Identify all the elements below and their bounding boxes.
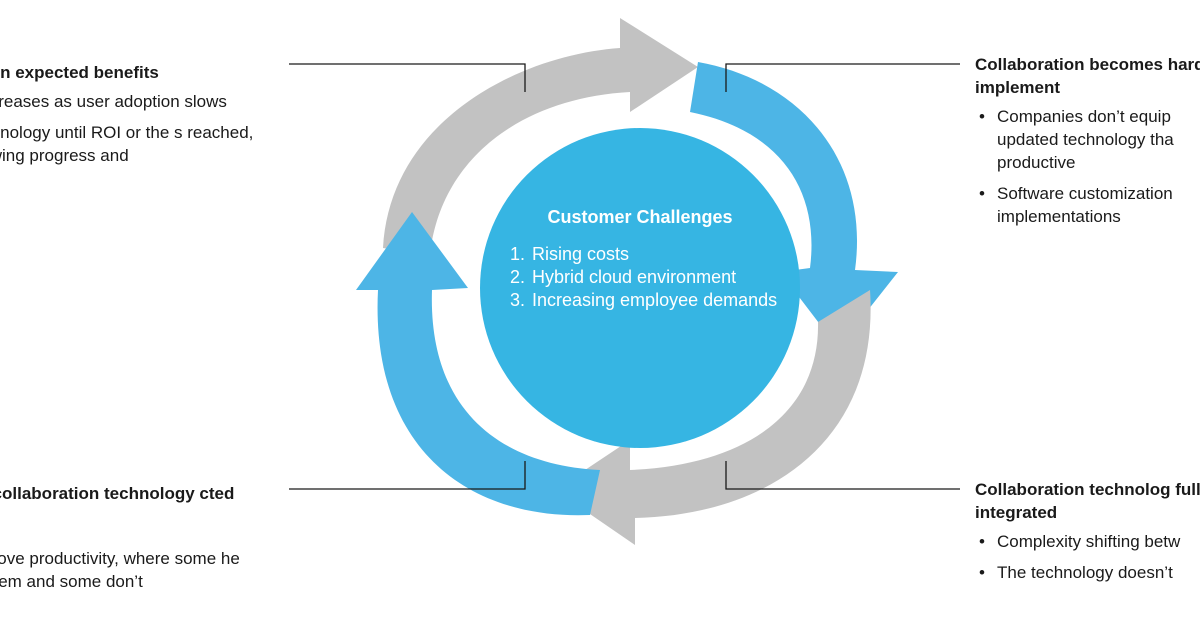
challenge-text: Hybrid cloud environment <box>532 267 737 287</box>
callout-item: technology until ROI or the s reached, s… <box>0 123 254 165</box>
challenge-list: 1. Rising costs 2. Hybrid cloud environmen… <box>500 243 780 312</box>
bullet-icon: • <box>979 532 985 551</box>
connector-bottom-left <box>289 461 526 490</box>
challenge-item: 1. Rising costs <box>500 243 780 266</box>
callout-item-text: Complexity shifting betw <box>997 532 1181 551</box>
callout-title: eturn expected benefits <box>0 63 159 82</box>
callout-item: • Companies don’t equip updated technolog… <box>975 105 1200 174</box>
center-disc <box>480 128 800 448</box>
callout-list: mprove productivity, where some he syste… <box>0 547 298 593</box>
callout-title: Collaboration becomes hard to implement <box>975 55 1200 97</box>
callout-item: l increases as user adoption slows <box>0 92 227 111</box>
connector-top-left <box>289 63 526 92</box>
callout-bottom-right: Collaboration technolog fully integrated… <box>975 478 1200 592</box>
bullet-icon: • <box>979 107 985 126</box>
callout-title: he collaboration technology cted <box>0 484 235 503</box>
callout-item: • Complexity shifting betw <box>975 530 1200 553</box>
arc-left-blue <box>356 212 600 516</box>
callout-top-left: eturn expected benefits l increases as u… <box>0 61 298 175</box>
challenge-item: 3. Increasing employee demands <box>500 289 780 312</box>
callout-item: • The technology doesn’t <box>975 561 1200 584</box>
callout-item: mprove productivity, where some he syste… <box>0 549 240 591</box>
arc-right-blue <box>690 62 898 348</box>
callout-title: Collaboration technolog fully integrated <box>975 480 1200 522</box>
challenge-item: 2. Hybrid cloud environment <box>500 266 780 289</box>
callout-bottom-left: he collaboration technology cted mprove … <box>0 482 298 601</box>
callout-list: l increases as user adoption slows techn… <box>0 90 298 167</box>
challenge-text: Increasing employee demands <box>532 290 778 310</box>
center-challenges: Customer Challenges 1. Rising costs 2. Hyb… <box>500 206 780 312</box>
center-title: Customer Challenges <box>547 207 733 227</box>
connector-top-right <box>725 63 960 92</box>
challenge-number: 3. <box>510 290 526 310</box>
callout-top-right: Collaboration becomes hard to implement … <box>975 53 1200 236</box>
arc-bottom-gray <box>555 290 871 545</box>
callout-list: • Complexity shifting betw • The technolog… <box>975 530 1200 584</box>
arc-top-gray <box>383 18 698 255</box>
callout-item-text: Companies don’t equip updated technology… <box>997 107 1174 172</box>
callout-item-text: Software customization implementations <box>997 184 1173 226</box>
challenge-text: Rising costs <box>532 244 630 264</box>
connector-bottom-right <box>725 461 960 490</box>
bullet-icon: • <box>979 563 985 582</box>
bullet-icon: • <box>979 184 985 203</box>
callout-list: • Companies don’t equip updated technolog… <box>975 105 1200 228</box>
callout-item: • Software customization implementations <box>975 182 1200 228</box>
challenge-number: 2. <box>510 267 526 287</box>
challenge-number: 1. <box>510 244 526 264</box>
callout-item-text: The technology doesn’t <box>997 563 1173 582</box>
